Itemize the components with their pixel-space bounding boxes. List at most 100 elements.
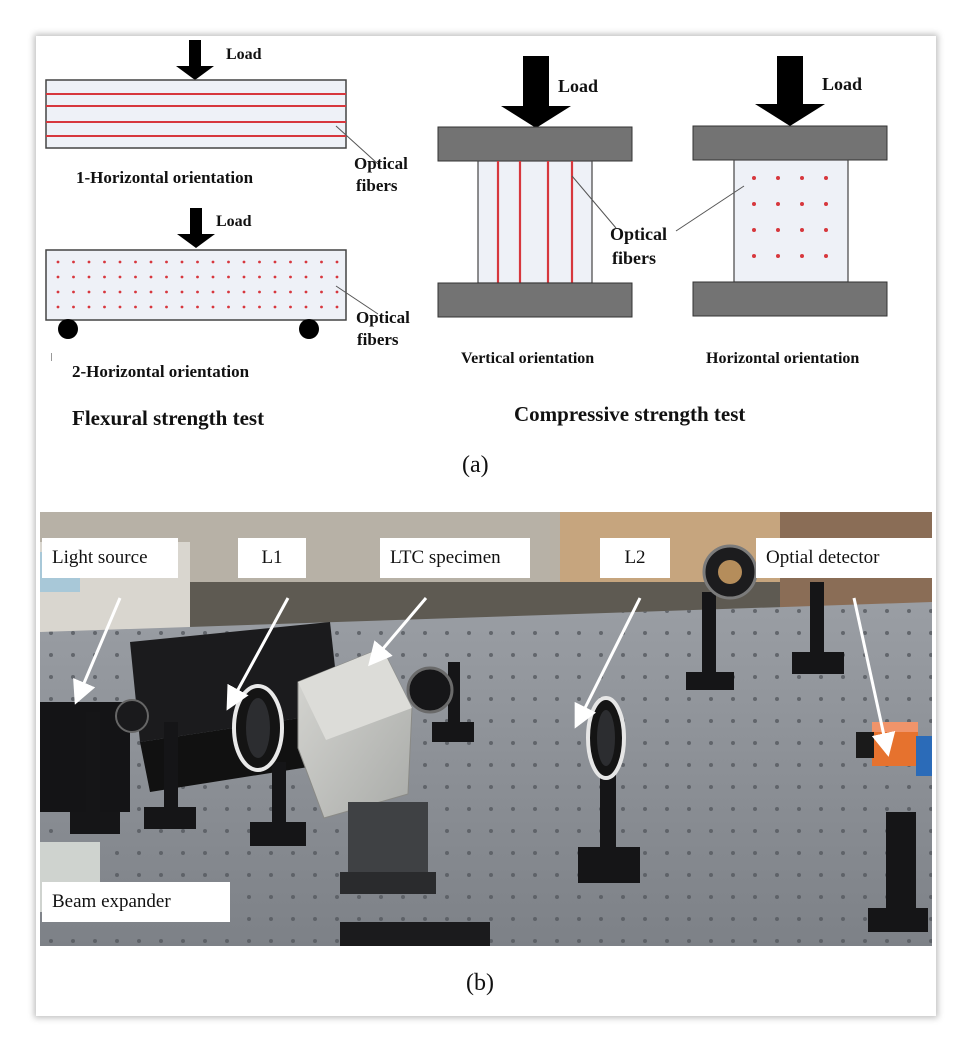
fiber-dot — [320, 290, 323, 294]
fiber-dot — [72, 275, 75, 279]
l2-label: L2 — [600, 538, 670, 578]
fiber-dot — [824, 176, 828, 180]
fiber-dot — [149, 290, 153, 294]
fiber-dot — [72, 290, 75, 294]
fiber-dot — [752, 202, 756, 206]
fiber-dot — [242, 260, 246, 264]
fiber-dot — [752, 254, 756, 258]
fiber-dot — [273, 275, 277, 279]
compressive-fibers-vertical — [496, 161, 574, 283]
fiber-dot — [196, 305, 199, 309]
flexural-specimen-2-label: 2-Horizontal orientation — [72, 362, 250, 381]
platen-top-horizontal — [692, 125, 888, 161]
fiber-dot — [103, 305, 106, 309]
fiber-dot — [87, 275, 91, 279]
fiber-dot — [273, 305, 277, 309]
platen-bottom-vertical — [437, 282, 633, 318]
fiber-dot — [87, 305, 91, 309]
fiber-dot — [118, 260, 122, 264]
vertical-orientation-label: Vertical orientation — [461, 350, 595, 367]
compressive-specimen-horizontal — [733, 159, 849, 283]
load-label-flex-1: Load — [226, 46, 262, 63]
fiber-dot — [824, 254, 828, 258]
panel-a-caption: (a) — [462, 452, 489, 478]
fiber-dot — [289, 260, 292, 264]
platen-top-vertical — [437, 126, 633, 162]
fiber-dot — [211, 305, 215, 309]
load-label-horizontal: Load — [822, 74, 863, 94]
fiber-dot — [56, 275, 60, 279]
beam-expander-label: Beam expander — [42, 882, 230, 922]
light-source-label: Light source — [42, 538, 178, 578]
fiber-dot — [304, 275, 308, 279]
fiber-dot — [103, 290, 106, 294]
fiber-dot — [289, 305, 292, 309]
fiber-dot — [134, 305, 137, 309]
fiber-dot — [824, 228, 828, 232]
fiber-dot — [273, 260, 277, 264]
support-roller-right — [299, 319, 319, 339]
flexural-test-title: Flexural strength test — [72, 406, 265, 430]
flexural-specimen-1-label: 1-Horizontal orientation — [76, 168, 254, 187]
fiber-dot — [149, 260, 153, 264]
arrow-ltc-specimen — [368, 597, 428, 667]
fiber-dot — [776, 176, 780, 180]
fiber-dot — [87, 260, 91, 264]
fiber-dot — [752, 176, 756, 180]
flexural-load-arrow-2 — [177, 208, 215, 248]
fiber-dot — [776, 202, 780, 206]
fiber-dot — [211, 260, 215, 264]
fiber-dot — [165, 260, 168, 264]
load-label-vertical: Load — [558, 76, 599, 96]
panel-a-diagram — [45, 40, 888, 361]
compressive-test-title: Compressive strength test — [514, 402, 746, 426]
fiber-dot — [180, 305, 184, 309]
fiber-dot — [335, 260, 339, 264]
fiber-dot — [211, 275, 215, 279]
fiber-dot — [227, 290, 230, 294]
vertical-fiber-pointer — [571, 175, 617, 229]
fiber-dot — [776, 254, 780, 258]
arrow-detector — [852, 597, 896, 757]
fiber-dot — [103, 275, 106, 279]
l1-label: L1 — [238, 538, 306, 578]
fiber-dot — [56, 260, 60, 264]
fiber-dot — [258, 290, 261, 294]
fiber-dot — [196, 290, 199, 294]
platen-bottom-horizontal — [692, 281, 888, 317]
fiber-dot — [196, 260, 199, 264]
fiber-dot — [273, 290, 277, 294]
fiber-dot — [289, 290, 292, 294]
fiber-dot — [258, 260, 261, 264]
figure-frame: Load Optical fibers 1-Horizontal orienta… — [36, 36, 936, 1016]
fiber-dot — [56, 305, 60, 309]
fiber-dot — [824, 202, 828, 206]
fiber-dot — [227, 305, 230, 309]
ltc-specimen-label: LTC specimen — [380, 538, 530, 578]
fiber-dot — [211, 290, 215, 294]
fiber-dot — [242, 275, 246, 279]
compressive-fibers-horizontal — [752, 176, 828, 258]
fiber-dot — [304, 290, 308, 294]
fiber-dot — [165, 275, 168, 279]
flexural-fibers-2 — [56, 260, 339, 309]
fiber-dot — [72, 260, 75, 264]
fiber-dot — [320, 260, 323, 264]
fiber-dot — [320, 305, 323, 309]
fiber-dot — [72, 305, 75, 309]
arrow-l2 — [574, 597, 642, 729]
fiber-dot — [87, 290, 91, 294]
fiber-dot — [800, 254, 804, 258]
fiber-dot — [149, 275, 153, 279]
fibers-label-comp-line2: fibers — [612, 248, 656, 268]
fibers-label-flex-1-line2: fibers — [356, 176, 398, 195]
fiber-dot — [165, 305, 168, 309]
fiber-dot — [118, 290, 122, 294]
fiber-dot — [800, 202, 804, 206]
fiber-dot — [180, 260, 184, 264]
fibers-label-flex-1-line1: Optical — [354, 154, 408, 173]
fiber-dot — [752, 228, 756, 232]
fiber-dot — [335, 275, 339, 279]
fiber-dot — [304, 260, 308, 264]
fiber-dot — [335, 305, 339, 309]
